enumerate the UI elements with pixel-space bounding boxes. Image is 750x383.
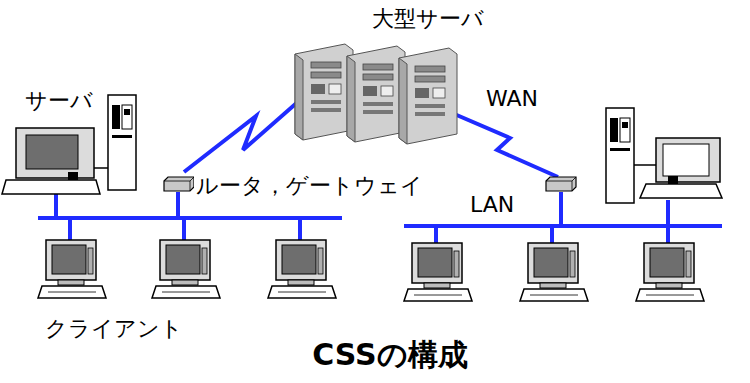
wan-link <box>445 110 558 177</box>
network-label: WAN <box>484 86 540 111</box>
router-icon <box>164 177 194 191</box>
client-pc <box>520 243 588 301</box>
large-server-icon <box>347 46 405 142</box>
router-label: ルータ，ゲートウェイ <box>194 173 425 198</box>
lan-bus <box>434 226 438 243</box>
client-pc <box>268 240 336 298</box>
client-pc <box>404 243 472 301</box>
server-icon <box>108 95 136 190</box>
lan-bus <box>559 192 563 226</box>
network-label: LAN <box>468 192 516 217</box>
large-server-icon <box>295 44 457 144</box>
lan-bus <box>298 218 302 240</box>
client-pc <box>152 240 220 298</box>
large-server-icon <box>295 44 353 140</box>
lan-bus <box>550 226 554 243</box>
server-icon <box>634 164 656 166</box>
server-icon <box>606 108 634 203</box>
lan-bus <box>182 218 186 240</box>
server-icon <box>663 144 709 176</box>
server-label: 大型サーバ <box>370 6 486 31</box>
large-server-icon <box>399 48 457 144</box>
server-icon <box>668 176 678 184</box>
server-icon <box>94 167 108 169</box>
client-pc <box>38 240 106 298</box>
lan-bus <box>666 226 670 243</box>
wan-link <box>184 100 300 172</box>
server-icon <box>16 128 94 178</box>
lan-bus <box>404 192 722 243</box>
server-icon <box>640 184 722 198</box>
lan-bus <box>666 200 670 226</box>
lan-bus <box>38 216 342 220</box>
caption: CSSの構成 <box>310 338 469 373</box>
server-icon <box>68 172 78 180</box>
server-icon <box>656 138 720 182</box>
lan-bus <box>68 218 72 240</box>
server-icon <box>26 135 78 169</box>
server-label: サーバ <box>23 88 95 113</box>
client-label: クライアント <box>43 316 185 341</box>
server-icon <box>606 108 722 203</box>
router-icon <box>546 177 576 191</box>
client-pc <box>636 243 704 301</box>
lan-bus <box>176 192 180 218</box>
server-icon <box>2 180 100 194</box>
